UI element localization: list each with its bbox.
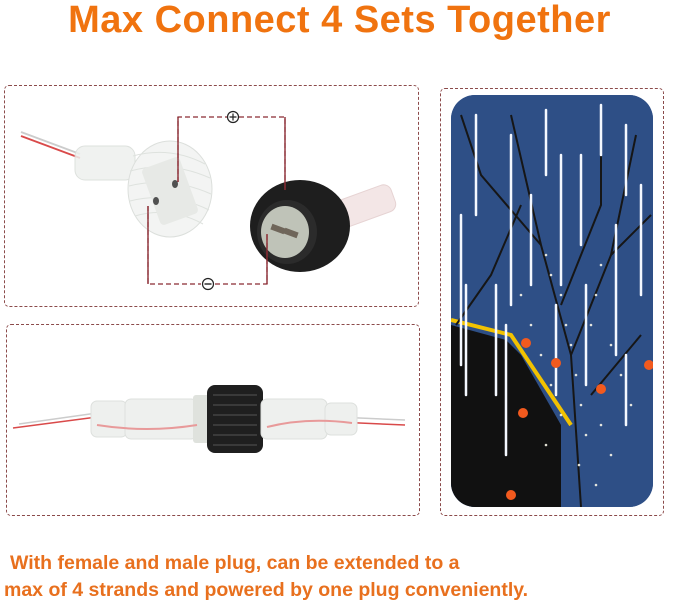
tree-lights-photo [451, 95, 653, 507]
positive-terminal-icon [226, 110, 240, 124]
connector-illustration [20, 110, 397, 291]
connected-plug-illustration [12, 385, 406, 453]
female-plug [74, 140, 213, 238]
connector-polarity-panel [4, 85, 419, 307]
page-title: Max Connect 4 Sets Together [68, 0, 611, 41]
male-plug [250, 180, 397, 272]
caption-line-2: max of 4 strands and powered by one plug… [4, 579, 529, 601]
caption-line-1: With female and male plug, can be extend… [10, 552, 460, 574]
connected-plugs-panel [6, 324, 420, 516]
tree-lights-photo-panel [440, 88, 664, 516]
negative-terminal-icon [201, 277, 215, 291]
description-caption: With female and male plug, can be extend… [0, 550, 679, 604]
